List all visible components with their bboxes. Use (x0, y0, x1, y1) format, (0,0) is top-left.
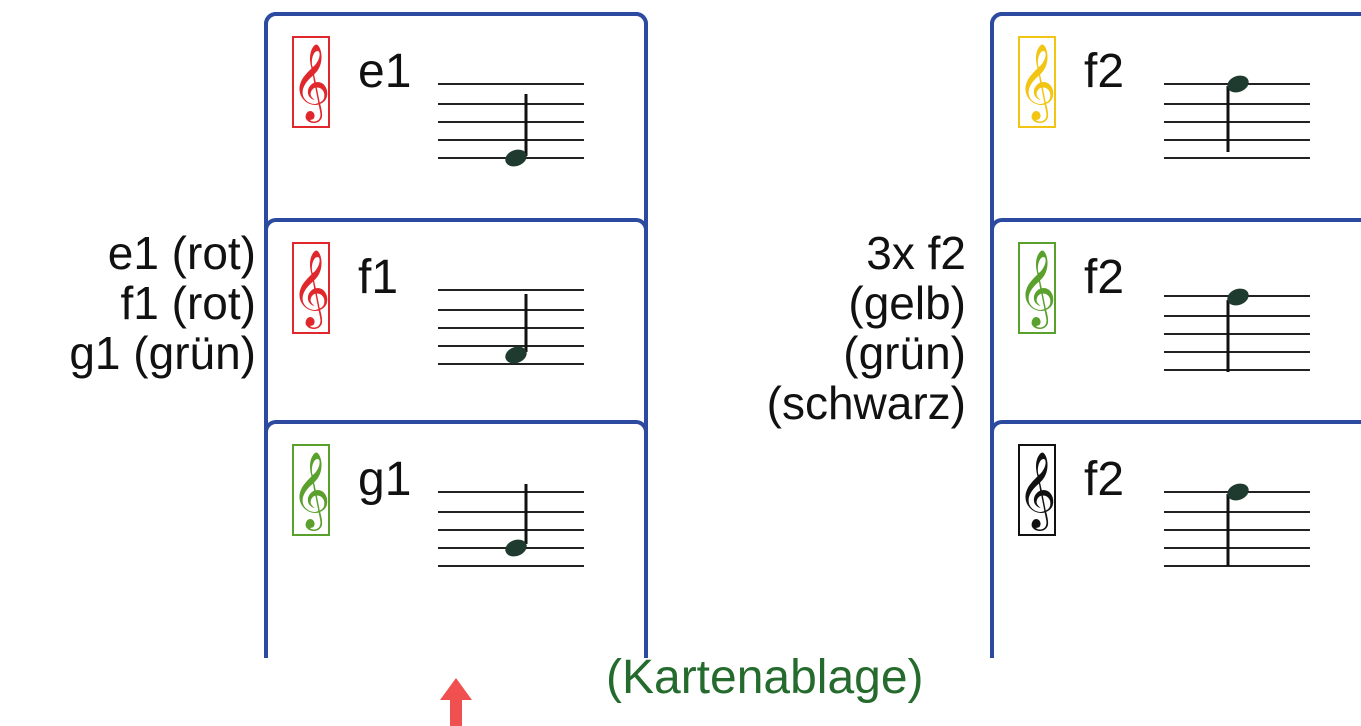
note-name: g1 (358, 453, 412, 506)
note-card-g1[interactable]: 𝄞 g1 (264, 420, 648, 630)
note-name: f2 (1084, 251, 1125, 304)
note-name: e1 (358, 45, 412, 98)
left-stack-label: e1 (rot) f1 (rot) g1 (grün) (0, 228, 256, 378)
right-stack-label: 3x f2 (gelb) (grün) (schwarz) (700, 228, 966, 428)
arrow-up-icon (440, 678, 472, 726)
treble-clef-icon: 𝄞 (1018, 36, 1057, 128)
label-line: (schwarz) (766, 377, 966, 429)
label-line: 3x f2 (866, 227, 966, 279)
note-card-f2-black[interactable]: 𝄞 f2 (990, 420, 1361, 630)
note-name: f2 (1084, 453, 1125, 506)
note-card-f2-green[interactable]: 𝄞 f2 (990, 218, 1361, 428)
treble-clef-icon: 𝄞 (1018, 242, 1057, 334)
staff-f1 (438, 289, 584, 365)
left-card-stack: 𝄞 e1 𝄞 f1 𝄞 g1 (264, 12, 648, 658)
staff-f2 (1164, 75, 1310, 159)
label-line: g1 (grün) (69, 327, 256, 379)
note-name: f1 (358, 251, 399, 304)
staff-f2 (1164, 288, 1310, 372)
note-card-e1[interactable]: 𝄞 e1 (264, 12, 648, 222)
treble-clef-icon: 𝄞 (292, 242, 331, 334)
staff-e1 (438, 83, 584, 167)
right-card-stack: 𝄞 f2 𝄞 f2 𝄞 f2 (990, 12, 1361, 658)
staff-f2 (1164, 483, 1310, 567)
treble-clef-icon: 𝄞 (292, 444, 331, 536)
caption-kartenablage: (Kartenablage) (606, 651, 924, 704)
treble-clef-icon: 𝄞 (292, 36, 331, 128)
label-line: f1 (rot) (120, 277, 256, 329)
staff-g1 (438, 484, 584, 567)
note-card-f1[interactable]: 𝄞 f1 (264, 218, 648, 428)
label-line: (gelb) (848, 277, 966, 329)
label-line: (grün) (843, 327, 966, 379)
label-line: e1 (rot) (107, 227, 256, 279)
note-card-f2-yellow[interactable]: 𝄞 f2 (990, 12, 1361, 222)
note-name: f2 (1084, 45, 1125, 98)
treble-clef-icon: 𝄞 (1018, 444, 1057, 536)
